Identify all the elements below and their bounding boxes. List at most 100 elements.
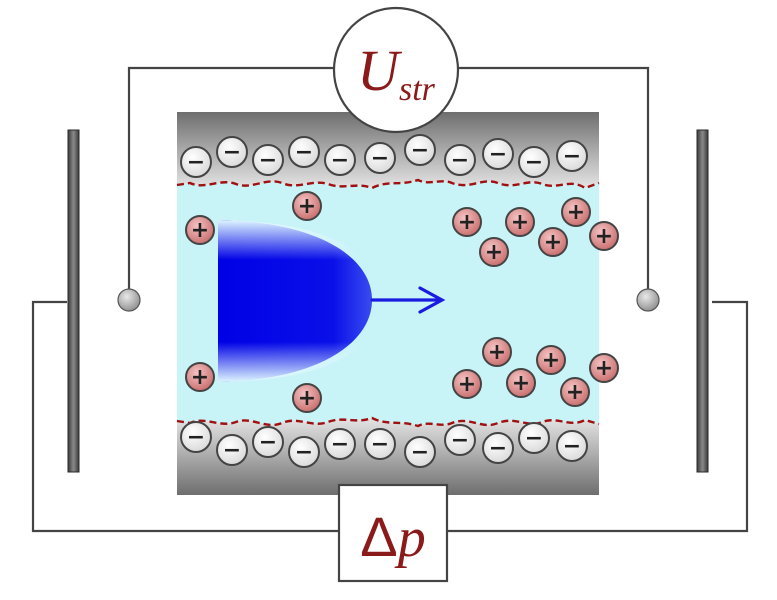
negative-wall-ion: − bbox=[518, 422, 550, 454]
negative-wall-ion-sign: − bbox=[489, 436, 507, 461]
positive-counterion-sign: + bbox=[298, 194, 316, 219]
positive-counterion-sign: + bbox=[485, 240, 503, 265]
negative-wall-ion-sign: − bbox=[563, 434, 581, 459]
positive-counterion: + bbox=[560, 377, 590, 407]
negative-wall-ion: − bbox=[482, 138, 514, 170]
circuit-wires bbox=[31, 66, 749, 533]
negative-wall-ion-sign: − bbox=[187, 425, 205, 450]
negative-wall-ion: − bbox=[180, 421, 212, 453]
negative-wall-ion-sign: − bbox=[223, 438, 241, 463]
velocity-profile bbox=[218, 220, 446, 382]
positive-counterion: + bbox=[452, 207, 482, 237]
positive-counterion: + bbox=[589, 221, 619, 251]
positive-counterion: + bbox=[561, 197, 591, 227]
negative-wall-ion: − bbox=[324, 428, 356, 460]
pressure-difference-box: Δp bbox=[337, 483, 449, 583]
profile-fade-bottom bbox=[218, 342, 362, 382]
positive-counterion-sign: + bbox=[566, 380, 584, 405]
positive-counterion-sign: + bbox=[191, 218, 209, 243]
positive-counterion: + bbox=[479, 237, 509, 267]
negative-wall-ion-sign: − bbox=[525, 426, 543, 451]
negative-wall-ion-sign: − bbox=[371, 432, 389, 457]
positive-counterion: + bbox=[185, 362, 215, 392]
negative-wall-ion-sign: − bbox=[259, 430, 277, 455]
positive-counterion: + bbox=[452, 369, 482, 399]
negative-wall-ion: − bbox=[482, 432, 514, 464]
positive-counterion-sign: + bbox=[488, 340, 506, 365]
negative-wall-ion: − bbox=[556, 140, 588, 172]
flow-arrow-icon bbox=[370, 286, 446, 314]
wall-negative-charges: −−−−−−−−−−−−−−−−−−−−−− bbox=[180, 134, 588, 468]
voltmeter-subscript: str bbox=[399, 71, 436, 108]
negative-wall-ion: − bbox=[252, 426, 284, 458]
profile-fade-top bbox=[218, 220, 362, 260]
positive-counterion: + bbox=[185, 215, 215, 245]
negative-wall-ion-sign: − bbox=[451, 428, 469, 453]
negative-wall-ion-sign: − bbox=[411, 440, 429, 465]
pressure-wire-left bbox=[31, 300, 339, 533]
negative-wall-ion: − bbox=[324, 144, 356, 176]
electrode-terminal-left bbox=[117, 288, 141, 312]
negative-wall-ion-sign: − bbox=[451, 148, 469, 173]
negative-wall-ion-sign: − bbox=[563, 144, 581, 169]
negative-wall-ion-sign: − bbox=[525, 150, 543, 175]
positive-counterion-sign: + bbox=[595, 356, 613, 381]
streaming-potential-meter: Ustr bbox=[332, 6, 460, 134]
positive-counterion-sign: + bbox=[191, 365, 209, 390]
positive-counterion-sign: + bbox=[544, 230, 562, 255]
negative-wall-ion-sign: − bbox=[295, 140, 313, 165]
negative-wall-ion-sign: − bbox=[223, 140, 241, 165]
positive-counterion: + bbox=[589, 353, 619, 383]
negative-wall-ion: − bbox=[404, 134, 436, 166]
double-layer-boundary-bottom bbox=[176, 416, 600, 428]
positive-counterion: + bbox=[506, 368, 536, 398]
negative-wall-ion: − bbox=[364, 428, 396, 460]
electrode-left bbox=[67, 129, 80, 473]
delta-symbol: Δ bbox=[360, 505, 397, 568]
voltmeter-wire-left bbox=[127, 66, 336, 290]
negative-wall-ion: − bbox=[444, 144, 476, 176]
parabolic-flow-profile bbox=[218, 220, 372, 382]
pressure-variable: p bbox=[394, 507, 426, 569]
voltmeter-circle bbox=[332, 6, 460, 134]
negative-wall-ion: − bbox=[404, 436, 436, 468]
negative-wall-ion: − bbox=[288, 436, 320, 468]
negative-wall-ion-sign: − bbox=[295, 440, 313, 465]
negative-wall-ion-sign: − bbox=[371, 146, 389, 171]
positive-counterion-sign: + bbox=[298, 386, 316, 411]
negative-wall-ion: − bbox=[180, 146, 212, 178]
positive-counterion-sign: + bbox=[511, 210, 529, 235]
negative-wall-ion-sign: − bbox=[187, 150, 205, 175]
positive-counterion: + bbox=[292, 191, 322, 221]
pressure-wire-right bbox=[447, 300, 749, 533]
negative-wall-ion: − bbox=[288, 136, 320, 168]
electrode-right bbox=[696, 129, 709, 473]
negative-wall-ion: − bbox=[252, 144, 284, 176]
negative-wall-ion-sign: − bbox=[411, 138, 429, 163]
positive-counterion: + bbox=[292, 383, 322, 413]
positive-counterion-sign: + bbox=[595, 224, 613, 249]
negative-wall-ion: − bbox=[444, 424, 476, 456]
negative-wall-ion: − bbox=[556, 430, 588, 462]
voltmeter-symbol: U bbox=[357, 38, 403, 103]
negative-wall-ion-sign: − bbox=[259, 148, 277, 173]
negative-wall-ion: − bbox=[216, 434, 248, 466]
negative-wall-ion-sign: − bbox=[489, 142, 507, 167]
mobile-positive-counterions: ++++++++++++++++ bbox=[185, 191, 619, 413]
positive-counterion: + bbox=[505, 207, 535, 237]
negative-wall-ion: − bbox=[364, 142, 396, 174]
negative-wall-ion-sign: − bbox=[331, 148, 349, 173]
positive-counterion-sign: + bbox=[512, 371, 530, 396]
positive-counterion: + bbox=[538, 227, 568, 257]
electrodes bbox=[67, 129, 709, 473]
positive-counterion-sign: + bbox=[567, 200, 585, 225]
negative-wall-ion: − bbox=[216, 136, 248, 168]
positive-counterion-sign: + bbox=[458, 372, 476, 397]
electrode-terminal-right bbox=[636, 288, 660, 312]
voltmeter-wire-right bbox=[455, 66, 650, 290]
negative-wall-ion: − bbox=[518, 146, 550, 178]
positive-counterion: + bbox=[482, 337, 512, 367]
positive-counterion: + bbox=[536, 345, 566, 375]
positive-counterion-sign: + bbox=[458, 210, 476, 235]
